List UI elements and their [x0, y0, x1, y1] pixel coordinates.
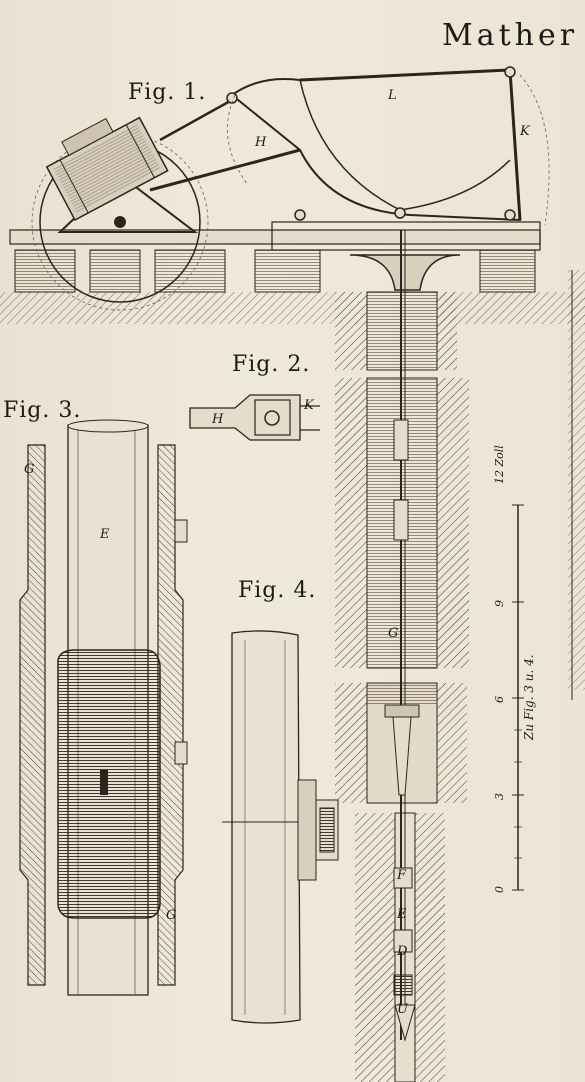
bore-shaft — [335, 230, 469, 1082]
part-label-L: L — [388, 88, 397, 103]
scale-tick-0: 0 — [493, 886, 506, 893]
shaft-label-E: E — [397, 907, 407, 922]
shaft-label-U: U — [397, 1002, 408, 1017]
scale-tick-9: 9 — [493, 600, 506, 607]
fig3-label-G-top: G — [24, 462, 35, 477]
shaft-label-D: D — [397, 944, 408, 959]
scale-tick-3: 3 — [493, 793, 506, 800]
fig2-drawing — [189, 394, 320, 441]
part-label-H: H — [255, 135, 267, 150]
fig1-label: Fig. 1. — [128, 80, 207, 105]
shaft-label-G: G — [388, 626, 399, 641]
fig3-drawing — [19, 419, 188, 996]
scale-unit: 12 Zoll — [493, 445, 506, 484]
fig3-label-G-bottom: G — [166, 908, 177, 923]
shaft-label-F: F — [397, 868, 407, 883]
fig1-drawing — [0, 66, 585, 324]
scale-bar — [512, 504, 524, 891]
part-label-K: K — [520, 124, 530, 139]
fig3-label-E: E — [100, 527, 110, 542]
scale-tick-6: 6 — [493, 696, 506, 703]
fig2-label: Fig. 2. — [232, 352, 311, 377]
fig2-label-H: H — [212, 412, 224, 427]
fig2-label-K: K — [304, 398, 314, 413]
plate-title: Mather — [442, 18, 579, 53]
fig4-drawing — [222, 630, 339, 1024]
fig4-label: Fig. 4. — [238, 578, 317, 603]
scale-caption: Zu Fig. 3 u. 4. — [522, 654, 536, 740]
fig3-label: Fig. 3. — [3, 398, 82, 423]
